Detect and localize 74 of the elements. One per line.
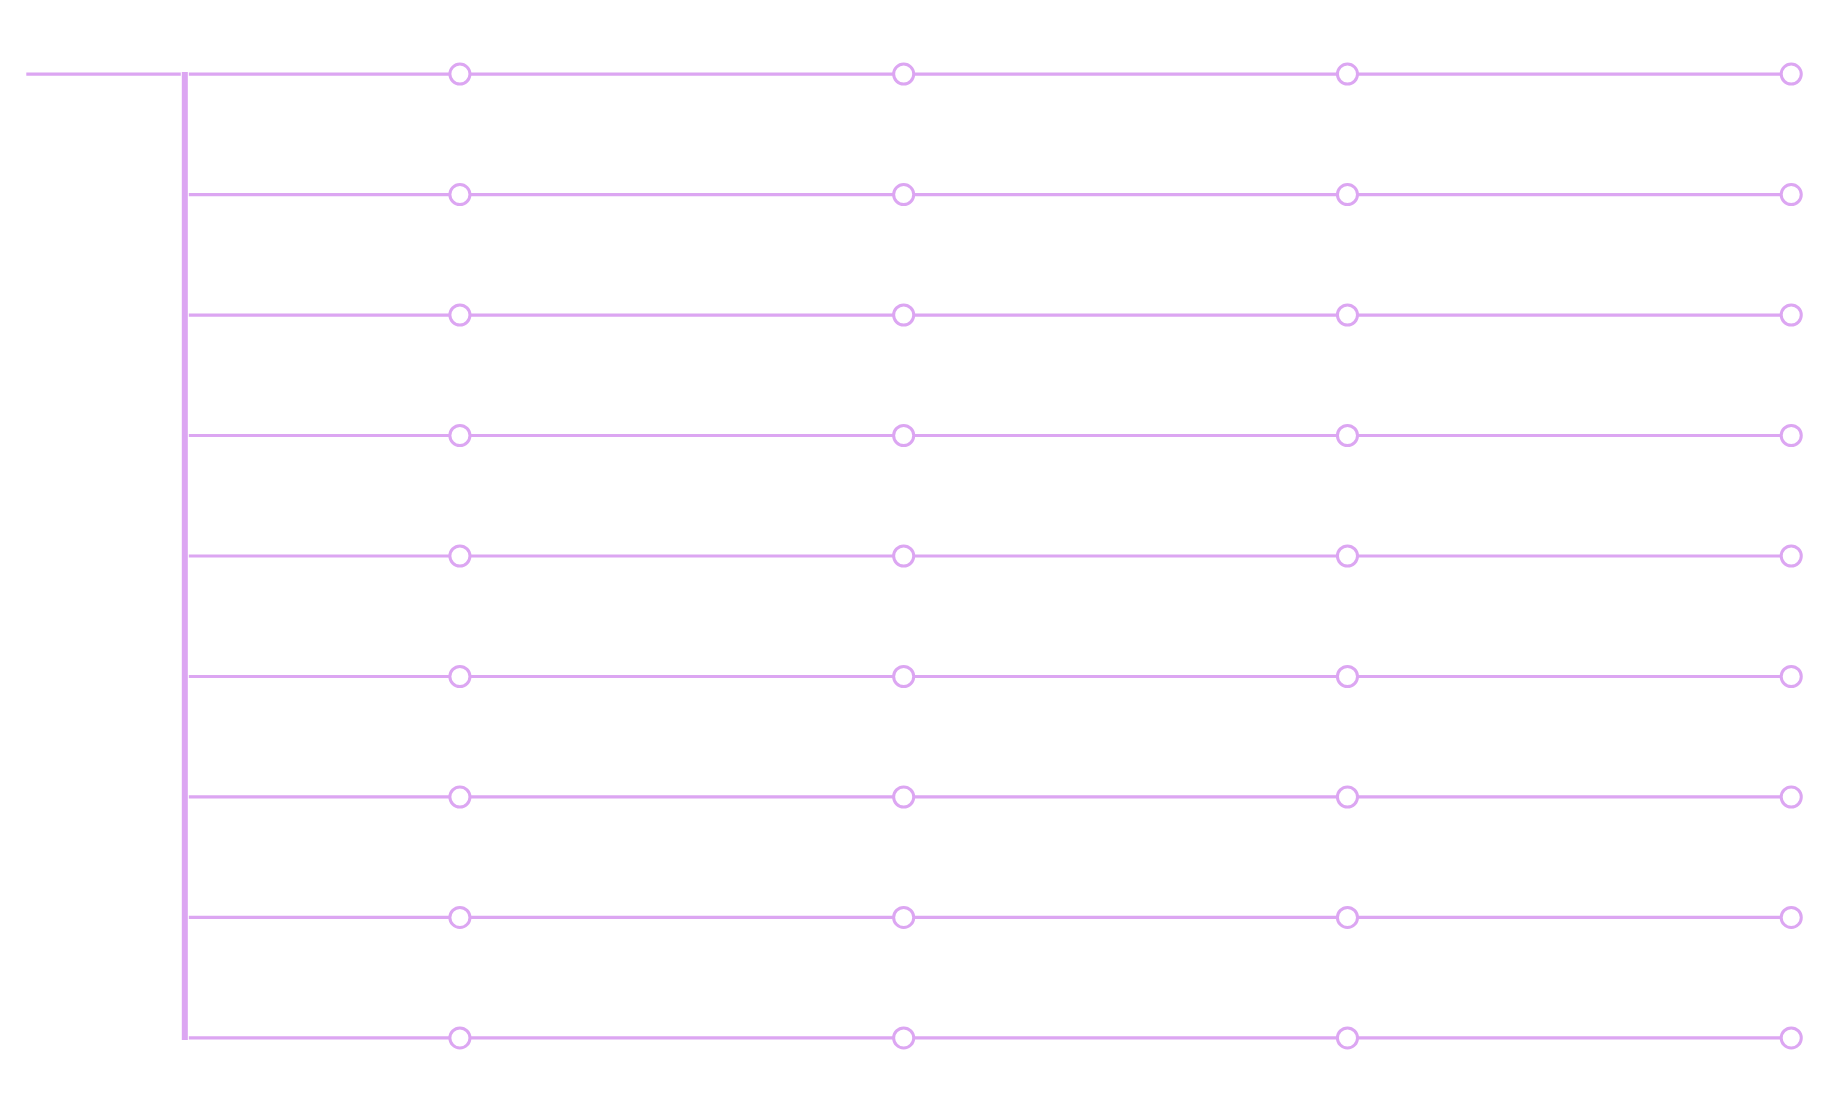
connector	[1357, 433, 1781, 438]
connector	[913, 674, 1337, 679]
connector	[188, 795, 450, 799]
connector	[470, 433, 893, 438]
node-circle	[892, 62, 916, 86]
node-circle	[1335, 62, 1359, 86]
node-circle	[1335, 183, 1359, 207]
connector	[913, 313, 1337, 317]
connector	[1357, 674, 1781, 679]
connector	[188, 554, 450, 558]
node-circle	[892, 423, 916, 448]
node-circle	[1779, 303, 1803, 327]
connector	[913, 915, 1337, 920]
connector	[470, 313, 893, 317]
node-circle	[1335, 785, 1359, 809]
node-circle	[448, 905, 472, 929]
connector	[913, 72, 1337, 76]
node-bar	[181, 72, 188, 1040]
node-circle	[448, 664, 472, 689]
node-circle	[448, 1026, 472, 1050]
connector	[913, 433, 1337, 438]
connector	[913, 795, 1337, 799]
node-circle	[1779, 785, 1803, 809]
connector	[913, 192, 1337, 197]
node-circle	[1779, 183, 1803, 207]
connector	[188, 1036, 450, 1040]
connector	[1357, 795, 1781, 799]
connector	[26, 72, 181, 76]
node-circle	[448, 785, 472, 809]
connector	[470, 72, 893, 76]
connector	[188, 674, 450, 679]
node-circle	[892, 544, 916, 568]
node-circle	[1779, 664, 1803, 689]
node-circle	[1335, 303, 1359, 327]
connector	[470, 915, 893, 920]
node-circle	[1335, 544, 1359, 568]
connector	[470, 192, 893, 197]
connector	[188, 192, 450, 197]
node-circle	[1335, 905, 1359, 929]
connector	[188, 433, 450, 438]
node-circle	[1335, 664, 1359, 689]
node-circle	[892, 303, 916, 327]
connector	[1357, 915, 1781, 920]
node-circle	[1779, 423, 1803, 448]
connector	[913, 1036, 1337, 1040]
connector	[188, 915, 450, 920]
node-circle	[1779, 905, 1803, 929]
node-circle	[448, 303, 472, 327]
connector	[1357, 72, 1781, 76]
node-circle	[1779, 1026, 1803, 1050]
connector	[470, 674, 893, 679]
node-circle	[1335, 1026, 1359, 1050]
connector	[470, 795, 893, 799]
node-circle	[892, 664, 916, 689]
node-circle	[892, 1026, 916, 1050]
node-circle	[892, 905, 916, 929]
node-circle	[892, 183, 916, 207]
connector	[1357, 313, 1781, 317]
connector	[913, 554, 1337, 558]
node-circle	[448, 423, 472, 448]
connector	[470, 1036, 893, 1040]
connector	[188, 313, 450, 317]
node-circle	[892, 785, 916, 809]
connector	[1357, 192, 1781, 197]
node-circle	[1779, 544, 1803, 568]
node-circle	[448, 544, 472, 568]
connector	[1357, 1036, 1781, 1040]
node-circle	[1779, 62, 1803, 86]
node-circle	[448, 183, 472, 207]
connector	[470, 554, 893, 558]
node-circle	[448, 62, 472, 86]
connector	[1357, 554, 1781, 558]
connector	[188, 72, 450, 76]
node-circle	[1335, 423, 1359, 448]
